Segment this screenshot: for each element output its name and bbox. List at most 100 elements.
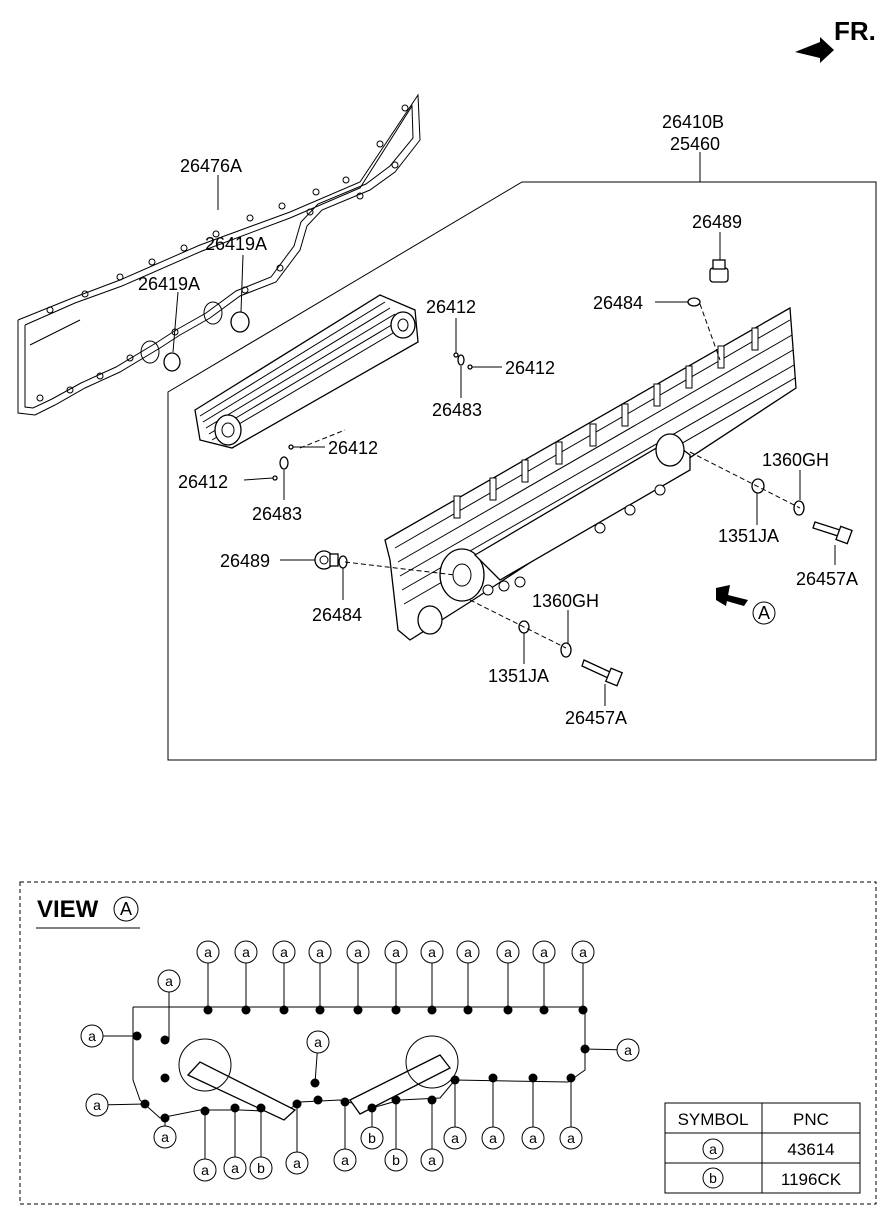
symbol-callout-a: a: [223, 1108, 247, 1180]
symbol-callout-label: a: [314, 1034, 322, 1050]
seal-lower: [279, 456, 289, 470]
symbol-callout-label: a: [93, 1097, 101, 1113]
ring-mid: [560, 642, 572, 658]
symbol-callout-a: a: [559, 1078, 583, 1150]
front-arrow-icon: [795, 37, 834, 63]
symbol-callout-a: a: [157, 969, 181, 1040]
label-1351ja-right: 1351JA: [718, 526, 779, 546]
symbol-callout-label: a: [354, 944, 362, 960]
symbol-callout-a: a: [308, 940, 332, 1010]
svg-text:VIEW: VIEW: [37, 896, 99, 923]
label-1360gh-mid: 1360GH: [532, 591, 599, 611]
front-label: FR.: [834, 16, 876, 46]
front-direction-indicator: FR.: [795, 16, 876, 63]
symbol-callout-label: a: [201, 1162, 209, 1178]
symbol-callout-label: a: [567, 1130, 575, 1146]
symbol-callout-a: a: [346, 940, 370, 1010]
symbol-callout-label: a: [280, 944, 288, 960]
symbol-callout-a: a: [532, 940, 556, 1010]
symbol-callout-label: a: [489, 1130, 497, 1146]
symbol-callout-a: a: [384, 940, 408, 1010]
legend-pnc-b: 1196CK: [781, 1170, 842, 1189]
plug-top: [709, 259, 729, 283]
symbol-callout-a: a: [85, 1093, 146, 1117]
view-marker-label: A: [758, 603, 770, 623]
symbol-callout-a: a: [333, 1102, 357, 1172]
label-26412-a: 26412: [426, 297, 476, 317]
view-panel: [19, 881, 877, 1205]
symbol-callout-label: a: [242, 944, 250, 960]
bolt-right: [812, 521, 853, 545]
assembly-lines: [299, 303, 801, 649]
symbol-callout-a: a: [285, 1104, 309, 1175]
symbol-callout-a: a: [496, 940, 520, 1010]
label-26457a-right: 26457A: [796, 569, 858, 589]
symbol-callout-a: a: [234, 940, 258, 1010]
label-26412-b: 26412: [505, 358, 555, 378]
gasket-seal-ring-lower: [163, 352, 181, 372]
view-plate: [132, 1006, 586, 1121]
oring-top: [687, 297, 701, 307]
symbol-callout-a: a: [196, 940, 220, 1010]
symbol-callout-label: a: [231, 1160, 239, 1176]
symbol-callout-a: a: [80, 1024, 137, 1048]
symbol-callout-label: a: [428, 944, 436, 960]
label-26457a-mid: 26457A: [565, 708, 627, 728]
symbol-callout-label: b: [257, 1160, 265, 1176]
symbol-callout-label: a: [392, 944, 400, 960]
symbol-callout-label: a: [579, 944, 587, 960]
label-26419a-upper: 26419A: [205, 234, 267, 254]
label-26484-left: 26484: [312, 605, 362, 625]
label-1360gh-right: 1360GH: [762, 450, 829, 470]
symbol-callout-label: a: [451, 1130, 459, 1146]
symbol-callout-label: a: [161, 1129, 169, 1145]
symbol-callout-label: a: [88, 1028, 96, 1044]
view-a-marker: A: [716, 585, 776, 625]
symbol-callout-label: a: [293, 1155, 301, 1171]
label-26483-upper: 26483: [432, 400, 482, 420]
pin-d: [272, 475, 278, 481]
fastener-dot: [160, 1073, 170, 1083]
symbol-callout-label: a: [204, 944, 212, 960]
part-labels: 26410B 25460 26476A 26419A 26419A 26489 …: [138, 112, 858, 728]
pin-b: [467, 364, 473, 370]
symbol-callout-label: a: [341, 1152, 349, 1168]
fastener-dot: [313, 1095, 323, 1105]
symbol-callout-a: a: [306, 1030, 330, 1084]
symbol-callout-label: a: [464, 944, 472, 960]
bolt-mid: [581, 659, 624, 687]
symbol-callout-label: a: [504, 944, 512, 960]
washer-right: [751, 478, 765, 494]
label-26476a: 26476A: [180, 156, 242, 176]
symbol-callout-label: a: [428, 1152, 436, 1168]
gasket-seal-ring-upper: [230, 311, 250, 333]
symbol-callout-label: b: [392, 1152, 400, 1168]
label-26489-top: 26489: [692, 212, 742, 232]
fastener-dot: [160, 1035, 170, 1045]
symbol-callout-a: a: [571, 940, 595, 1010]
legend-symbol-b: b: [709, 1170, 717, 1186]
symbol-callout-a: a: [193, 1111, 217, 1182]
label-1351ja-mid: 1351JA: [488, 666, 549, 686]
leader-lines: [172, 152, 836, 706]
symbol-callout-label: a: [316, 944, 324, 960]
symbol-callout-a: a: [481, 1078, 505, 1150]
legend-pnc-a: 43614: [787, 1140, 834, 1159]
label-26419a-lower: 26419A: [138, 274, 200, 294]
label-26484-top: 26484: [593, 293, 643, 313]
symbol-callout-label: a: [624, 1042, 632, 1058]
symbol-callout-label: a: [540, 944, 548, 960]
symbol-callout-label: b: [368, 1130, 376, 1146]
pin-a: [453, 352, 459, 358]
symbol-callout-a: a: [456, 940, 480, 1010]
oil-cooler-element: [194, 294, 419, 449]
assembly-box: [167, 181, 877, 761]
symbol-callout-a: a: [443, 1080, 467, 1150]
label-26412-c: 26412: [328, 438, 378, 458]
label-26410b: 26410B: [662, 112, 724, 132]
symbol-callout-a: a: [272, 940, 296, 1010]
legend-table: SYMBOL PNC a 43614 b 1196CK: [664, 1102, 861, 1194]
symbol-callout-b: b: [249, 1108, 273, 1180]
